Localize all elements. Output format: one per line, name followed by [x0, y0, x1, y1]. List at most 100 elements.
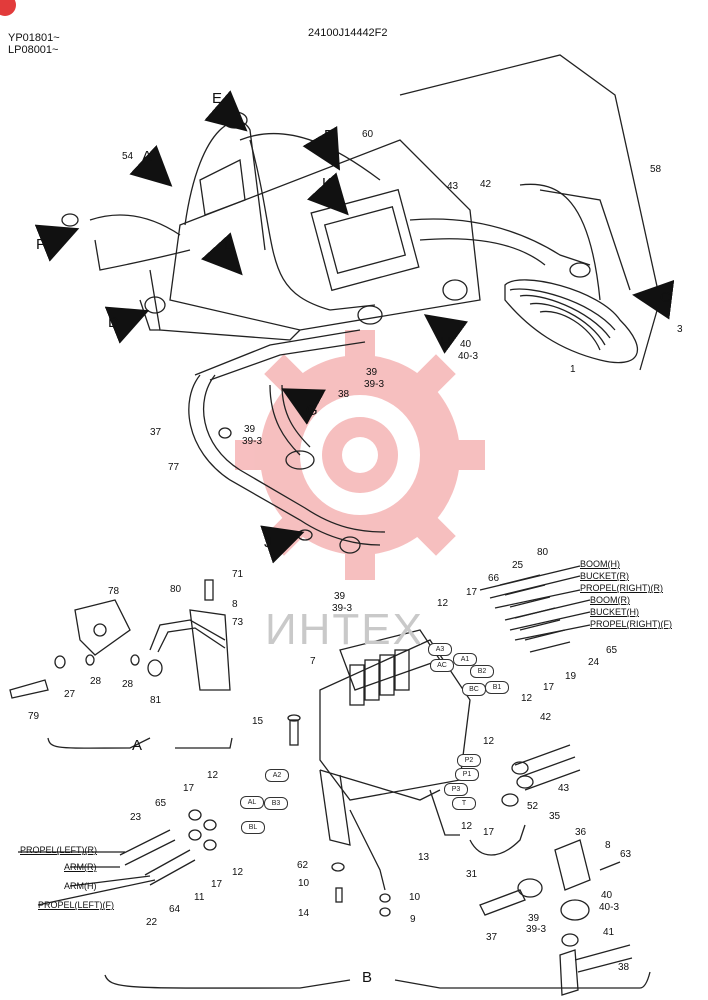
- port-label-bucket-r: BUCKET(R): [580, 571, 629, 581]
- callout: 42: [540, 712, 552, 723]
- section-label-a: A: [132, 737, 143, 754]
- callout: 12: [461, 821, 473, 832]
- callout: 39-3: [364, 379, 385, 390]
- control-valve-section-b: [18, 565, 651, 996]
- callout: 38: [338, 389, 350, 400]
- view-letter-f: F: [36, 236, 46, 253]
- callout: 63: [620, 849, 632, 860]
- serial-range-1: YP01801~: [8, 32, 60, 44]
- callout: 1: [570, 364, 576, 375]
- callout: 39-3: [526, 924, 547, 935]
- port-tag: P1: [455, 768, 479, 781]
- callout: 37: [150, 427, 162, 438]
- callout: 73: [232, 617, 244, 628]
- callout: 14: [298, 908, 310, 919]
- port-tag: BC: [462, 683, 486, 696]
- port-tag: A3: [428, 643, 452, 656]
- serial-range-2: LP08001~: [8, 44, 59, 56]
- callout: 52: [527, 801, 539, 812]
- callout: 40: [460, 339, 472, 350]
- callout: 39: [366, 367, 378, 378]
- callout: 10: [298, 878, 310, 889]
- callout: 38: [618, 962, 630, 973]
- port-label-propel-left-f: PROPEL(LEFT)(F): [38, 900, 115, 910]
- callout: 3: [677, 324, 683, 335]
- callout: 17: [543, 682, 555, 693]
- port-tag: P3: [444, 783, 468, 796]
- callout: 28: [122, 679, 134, 690]
- callout: 27: [64, 689, 76, 700]
- corner-badge: [0, 0, 16, 16]
- callout: 28: [90, 676, 102, 687]
- callout: 10: [409, 892, 421, 903]
- upper-assembly: [61, 54, 661, 554]
- callout: 58: [650, 164, 662, 175]
- callout: 35: [549, 811, 561, 822]
- port-label-boom-r: BOOM(R): [590, 595, 630, 605]
- port-label-boom-h: BOOM(H): [580, 559, 620, 569]
- port-label-arm-r: ARM(R): [64, 862, 97, 872]
- callout: 25: [512, 560, 524, 571]
- callout: 12: [483, 736, 495, 747]
- view-letter-a: A: [142, 148, 153, 165]
- callout: 12: [232, 867, 244, 878]
- callout: 43: [447, 181, 459, 192]
- callout: 31: [466, 869, 478, 880]
- callout: 11: [194, 892, 205, 903]
- callout: 22: [146, 917, 158, 928]
- callout: 39: [528, 913, 540, 924]
- callout: 17: [183, 783, 195, 794]
- callout: 8: [232, 599, 238, 610]
- callout: 80: [170, 584, 182, 595]
- watermark-text: ИНТЕХ: [265, 605, 424, 654]
- callout: 41: [603, 927, 615, 938]
- callout: 39-3: [332, 603, 353, 614]
- callout: 12: [207, 770, 219, 781]
- callout: 39: [334, 591, 346, 602]
- port-label-arm-h: ARM(H): [64, 881, 97, 891]
- port-tag: B1: [485, 681, 509, 694]
- callout: 17: [483, 827, 495, 838]
- callout: 17: [211, 879, 223, 890]
- callout: 62: [297, 860, 309, 871]
- callout: 17: [466, 587, 478, 598]
- port-label-propel-right-r: PROPEL(RIGHT)(R): [580, 583, 663, 593]
- port-tag: A1: [453, 653, 477, 666]
- view-letter-j: J: [264, 534, 272, 551]
- part-code: 24100J14442F2: [308, 27, 388, 39]
- callout: 40-3: [599, 902, 620, 913]
- view-letter-k: K: [322, 175, 333, 192]
- callout: 24: [588, 657, 600, 668]
- callout: 39-3: [242, 436, 263, 447]
- callout: 12: [521, 693, 533, 704]
- callout: 65: [606, 645, 618, 656]
- callout: 64: [169, 904, 181, 915]
- callout: 13: [418, 852, 430, 863]
- callout: 23: [130, 812, 142, 823]
- section-label-b: B: [362, 969, 373, 986]
- view-letter-g: G: [306, 402, 318, 419]
- callout: 78: [108, 586, 120, 597]
- view-letter-l: L: [224, 237, 233, 254]
- callout: 71: [232, 569, 244, 580]
- callout: 8: [605, 840, 611, 851]
- callout: 42: [480, 179, 492, 190]
- callout: 66: [488, 573, 500, 584]
- callout: 54: [122, 151, 134, 162]
- callout: 12: [437, 598, 449, 609]
- port-tag: A2: [265, 769, 289, 782]
- view-letter-e: E: [212, 90, 223, 107]
- callout: 43: [558, 783, 570, 794]
- callout: 7: [310, 656, 316, 667]
- callout: 39: [244, 424, 256, 435]
- view-letter-h: H: [440, 334, 451, 351]
- callout: 60: [362, 129, 374, 140]
- port-label-propel-right-f: PROPEL(RIGHT)(F): [590, 619, 672, 629]
- callout: 36: [575, 827, 587, 838]
- callout: 79: [28, 711, 40, 722]
- callout: 40-3: [458, 351, 479, 362]
- port-label-propel-left-r: PROPEL(LEFT)(R): [20, 845, 98, 855]
- port-tag: AC: [430, 659, 454, 672]
- view-letter-d: D: [108, 314, 119, 331]
